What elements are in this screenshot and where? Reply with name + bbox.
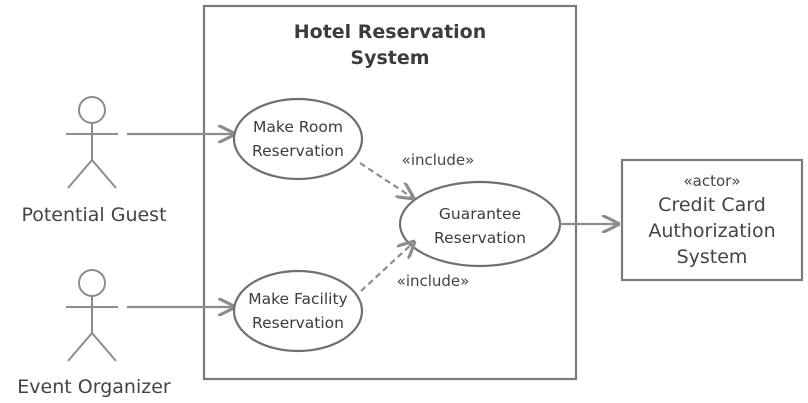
use-case-label-line-2: Reservation — [434, 229, 526, 247]
use-case-label-line-1: Make Facility — [248, 290, 347, 308]
use-case-ellipse — [398, 180, 562, 268]
include-arrow-room — [359, 162, 413, 198]
system-title-line-1: Hotel Reservation — [294, 21, 487, 43]
actor-right-leg — [91, 332, 117, 362]
use-case-label-line-1: Make Room — [253, 118, 343, 136]
external-system-name-line-1: Credit Card — [658, 194, 766, 216]
use-case-label-line-1: Guarantee — [439, 205, 521, 223]
use-case-label-line-2: Reservation — [252, 314, 344, 332]
actor-label-guest: Potential Guest — [21, 204, 166, 226]
actor-potential-guest: Potential Guest — [21, 96, 167, 226]
include-label-bottom: «include» — [397, 272, 470, 290]
use-case-guarantee-reservation: Guarantee Reservation — [398, 180, 562, 268]
use-case-ellipse — [232, 269, 364, 353]
include-arrow-facility — [360, 242, 414, 292]
system-title-line-2: System — [350, 47, 429, 69]
external-system-name-line-2: Authorization — [648, 220, 775, 242]
actor-event-organizer: Event Organizer — [17, 269, 171, 398]
include-label-top: «include» — [402, 151, 475, 169]
actor-label-organizer: Event Organizer — [17, 376, 171, 398]
use-case-ellipse — [232, 97, 364, 181]
external-system-stereotype: «actor» — [683, 172, 740, 190]
use-case-make-room-reservation: Make Room Reservation — [232, 97, 364, 181]
actor-head-icon — [78, 269, 106, 297]
use-case-make-facility-reservation: Make Facility Reservation — [232, 269, 364, 353]
external-system-box — [620, 158, 804, 282]
actor-head-icon — [78, 96, 106, 124]
use-case-label-line-2: Reservation — [252, 142, 344, 160]
external-system-name-line-3: System — [677, 246, 748, 268]
actor-left-leg — [67, 332, 93, 362]
actor-right-leg — [91, 159, 117, 189]
actor-left-leg — [67, 159, 93, 189]
